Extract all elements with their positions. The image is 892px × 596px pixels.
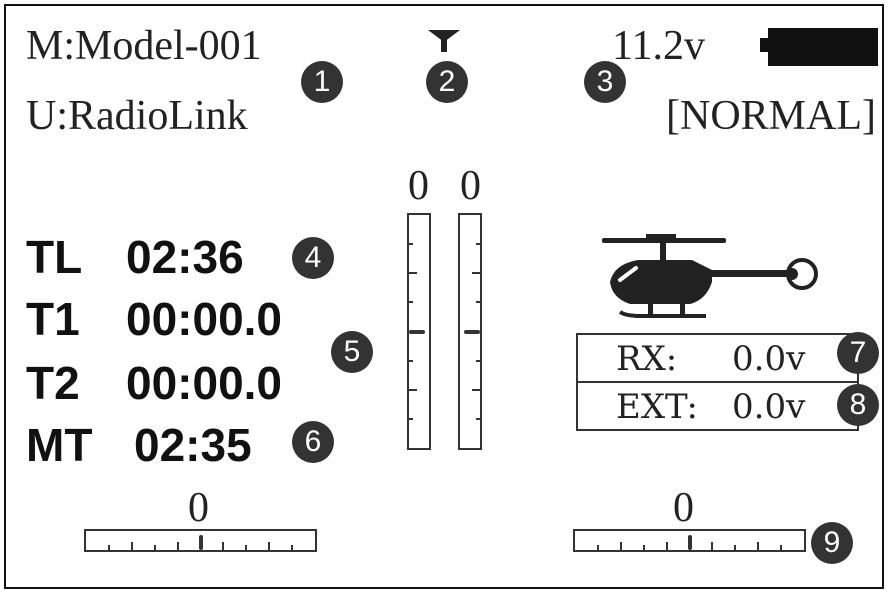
ext-label: EXT: <box>616 387 698 427</box>
ext-voltage-row: EXT: 0.0v <box>576 381 859 431</box>
rx-voltage-row: RX: 0.0v <box>576 333 859 383</box>
model-name[interactable]: M:Model-001 <box>26 23 262 69</box>
trim-tick <box>107 545 110 550</box>
trim-tick <box>409 359 413 362</box>
trim-tick <box>245 545 248 550</box>
badge-8: 8 <box>837 384 879 426</box>
badge-4: 4 <box>292 237 334 279</box>
trim-indicator <box>198 535 203 550</box>
trim-tick <box>409 243 413 246</box>
antenna-icon <box>428 30 460 52</box>
trim-tick <box>642 545 645 550</box>
timer-label-mt: MT <box>26 419 93 471</box>
battery-voltage: 11.2v <box>612 23 705 69</box>
rx-label: RX: <box>616 339 678 379</box>
trim-tick <box>472 272 480 275</box>
horizontal-trim-left <box>84 529 317 552</box>
screen-border <box>4 4 884 589</box>
trim-tick <box>476 359 480 362</box>
trim-tick <box>153 545 156 550</box>
badge-6: 6 <box>292 421 334 463</box>
trim-indicator <box>409 329 425 334</box>
timer-value-mt[interactable]: 02:35 <box>134 419 252 471</box>
badge-1: 1 <box>301 61 343 103</box>
trim-tick <box>711 542 714 550</box>
trim-tick <box>409 388 417 391</box>
vertical-trim-right <box>458 213 482 450</box>
trim-tick <box>222 542 225 550</box>
vertical-trim-left <box>407 213 431 450</box>
htrim-right-value: 0 <box>673 485 694 531</box>
badge-5: 5 <box>331 331 373 373</box>
trim-tick <box>596 545 599 550</box>
mode-indicator[interactable]: [NORMAL] <box>666 93 876 139</box>
timer-label-t1: T1 <box>26 293 80 345</box>
trim-tick <box>757 542 760 550</box>
htrim-left-value: 0 <box>188 485 209 531</box>
trim-indicator <box>464 329 480 334</box>
trim-tick <box>409 417 413 420</box>
trim-tick <box>268 542 271 550</box>
badge-3: 3 <box>584 61 626 103</box>
trim-tick <box>476 243 480 246</box>
trim-tick <box>291 545 294 550</box>
trim-tick <box>176 542 179 550</box>
trim-tick <box>472 388 480 391</box>
vtrim-right-value: 0 <box>460 163 481 209</box>
badge-2: 2 <box>426 61 468 103</box>
horizontal-trim-right <box>573 529 806 552</box>
timer-label-tl: TL <box>26 231 83 283</box>
battery-nub <box>760 38 770 52</box>
trim-tick <box>476 417 480 420</box>
helicopter-icon <box>602 234 818 318</box>
badge-7: 7 <box>837 332 879 374</box>
timer-value-tl[interactable]: 02:36 <box>126 231 244 283</box>
trim-tick <box>476 301 480 304</box>
ext-value: 0.0v <box>732 387 806 427</box>
trim-tick <box>619 542 622 550</box>
trim-tick <box>780 545 783 550</box>
badge-9: 9 <box>811 522 853 564</box>
battery-icon <box>768 28 878 66</box>
trim-tick <box>409 301 413 304</box>
trim-tick <box>734 545 737 550</box>
timer-value-t2[interactable]: 00:00.0 <box>126 357 283 409</box>
rx-value: 0.0v <box>732 339 806 379</box>
trim-tick <box>130 542 133 550</box>
user-name: U:RadioLink <box>26 93 248 139</box>
timer-value-t1[interactable]: 00:00.0 <box>126 293 283 345</box>
trim-tick <box>409 272 417 275</box>
trim-indicator <box>687 535 692 550</box>
trim-tick <box>665 542 668 550</box>
timer-label-t2: T2 <box>26 357 80 409</box>
vtrim-left-value: 0 <box>408 163 429 209</box>
